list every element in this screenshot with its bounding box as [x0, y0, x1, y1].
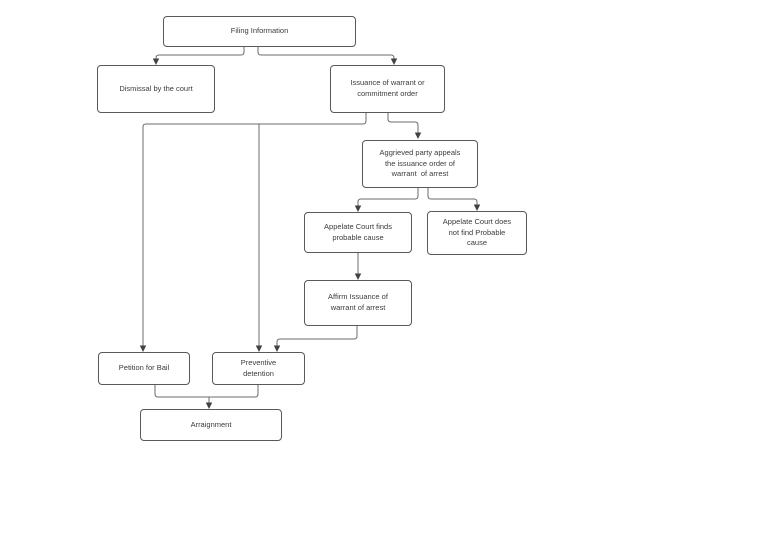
node-preventive-detention: Preventive detention [212, 352, 305, 385]
node-label: Appelate Court does not find Probable ca… [442, 216, 512, 248]
connector-filing-dismissal [152, 47, 245, 65]
node-label: Affirm Issuance of warrant of arrest [328, 292, 388, 312]
node-issuance-of-warrant: Issuance of warrant or commitment order [330, 65, 445, 113]
node-petition-for-bail: Petition for Bail [98, 352, 190, 385]
connector-filing-issuance [257, 47, 398, 65]
node-aggrieved-party-appeals: Aggrieved party appeals the issuance ord… [362, 140, 478, 188]
node-appellate-court-finds-probable-cause: Appelate Court finds probable cause [304, 212, 412, 253]
node-label: Appelate Court finds probable cause [324, 221, 392, 242]
connector-preventive-merge [209, 385, 259, 398]
node-arraignment: Arraignment [140, 409, 282, 441]
node-appellate-court-does-not-find-probable-cause: Appelate Court does not find Probable ca… [427, 211, 527, 255]
node-label: Dismissal by the court [119, 83, 193, 93]
connector-issuance-aggrieved [387, 113, 422, 139]
node-label: Issuance of warrant or commitment order [350, 78, 425, 98]
node-label: Petition for Bail [118, 363, 170, 373]
connector-petition-merge [154, 385, 209, 398]
node-filing-information: Filing Information [163, 16, 356, 47]
connector-aggrieved-court-not-find [427, 188, 481, 211]
node-label: Filing Information [230, 26, 289, 36]
node-affirm-issuance-of-warrant: Affirm Issuance of warrant of arrest [304, 280, 412, 326]
node-dismissal-by-court: Dismissal by the court [97, 65, 215, 113]
connector-aggrieved-court-finds [354, 188, 419, 212]
node-label: Aggrieved party appeals the issuance ord… [379, 147, 461, 179]
connector-affirm-preventive [273, 326, 358, 352]
node-label: Arraignment [190, 419, 232, 429]
node-label: Preventive detention [240, 357, 277, 378]
